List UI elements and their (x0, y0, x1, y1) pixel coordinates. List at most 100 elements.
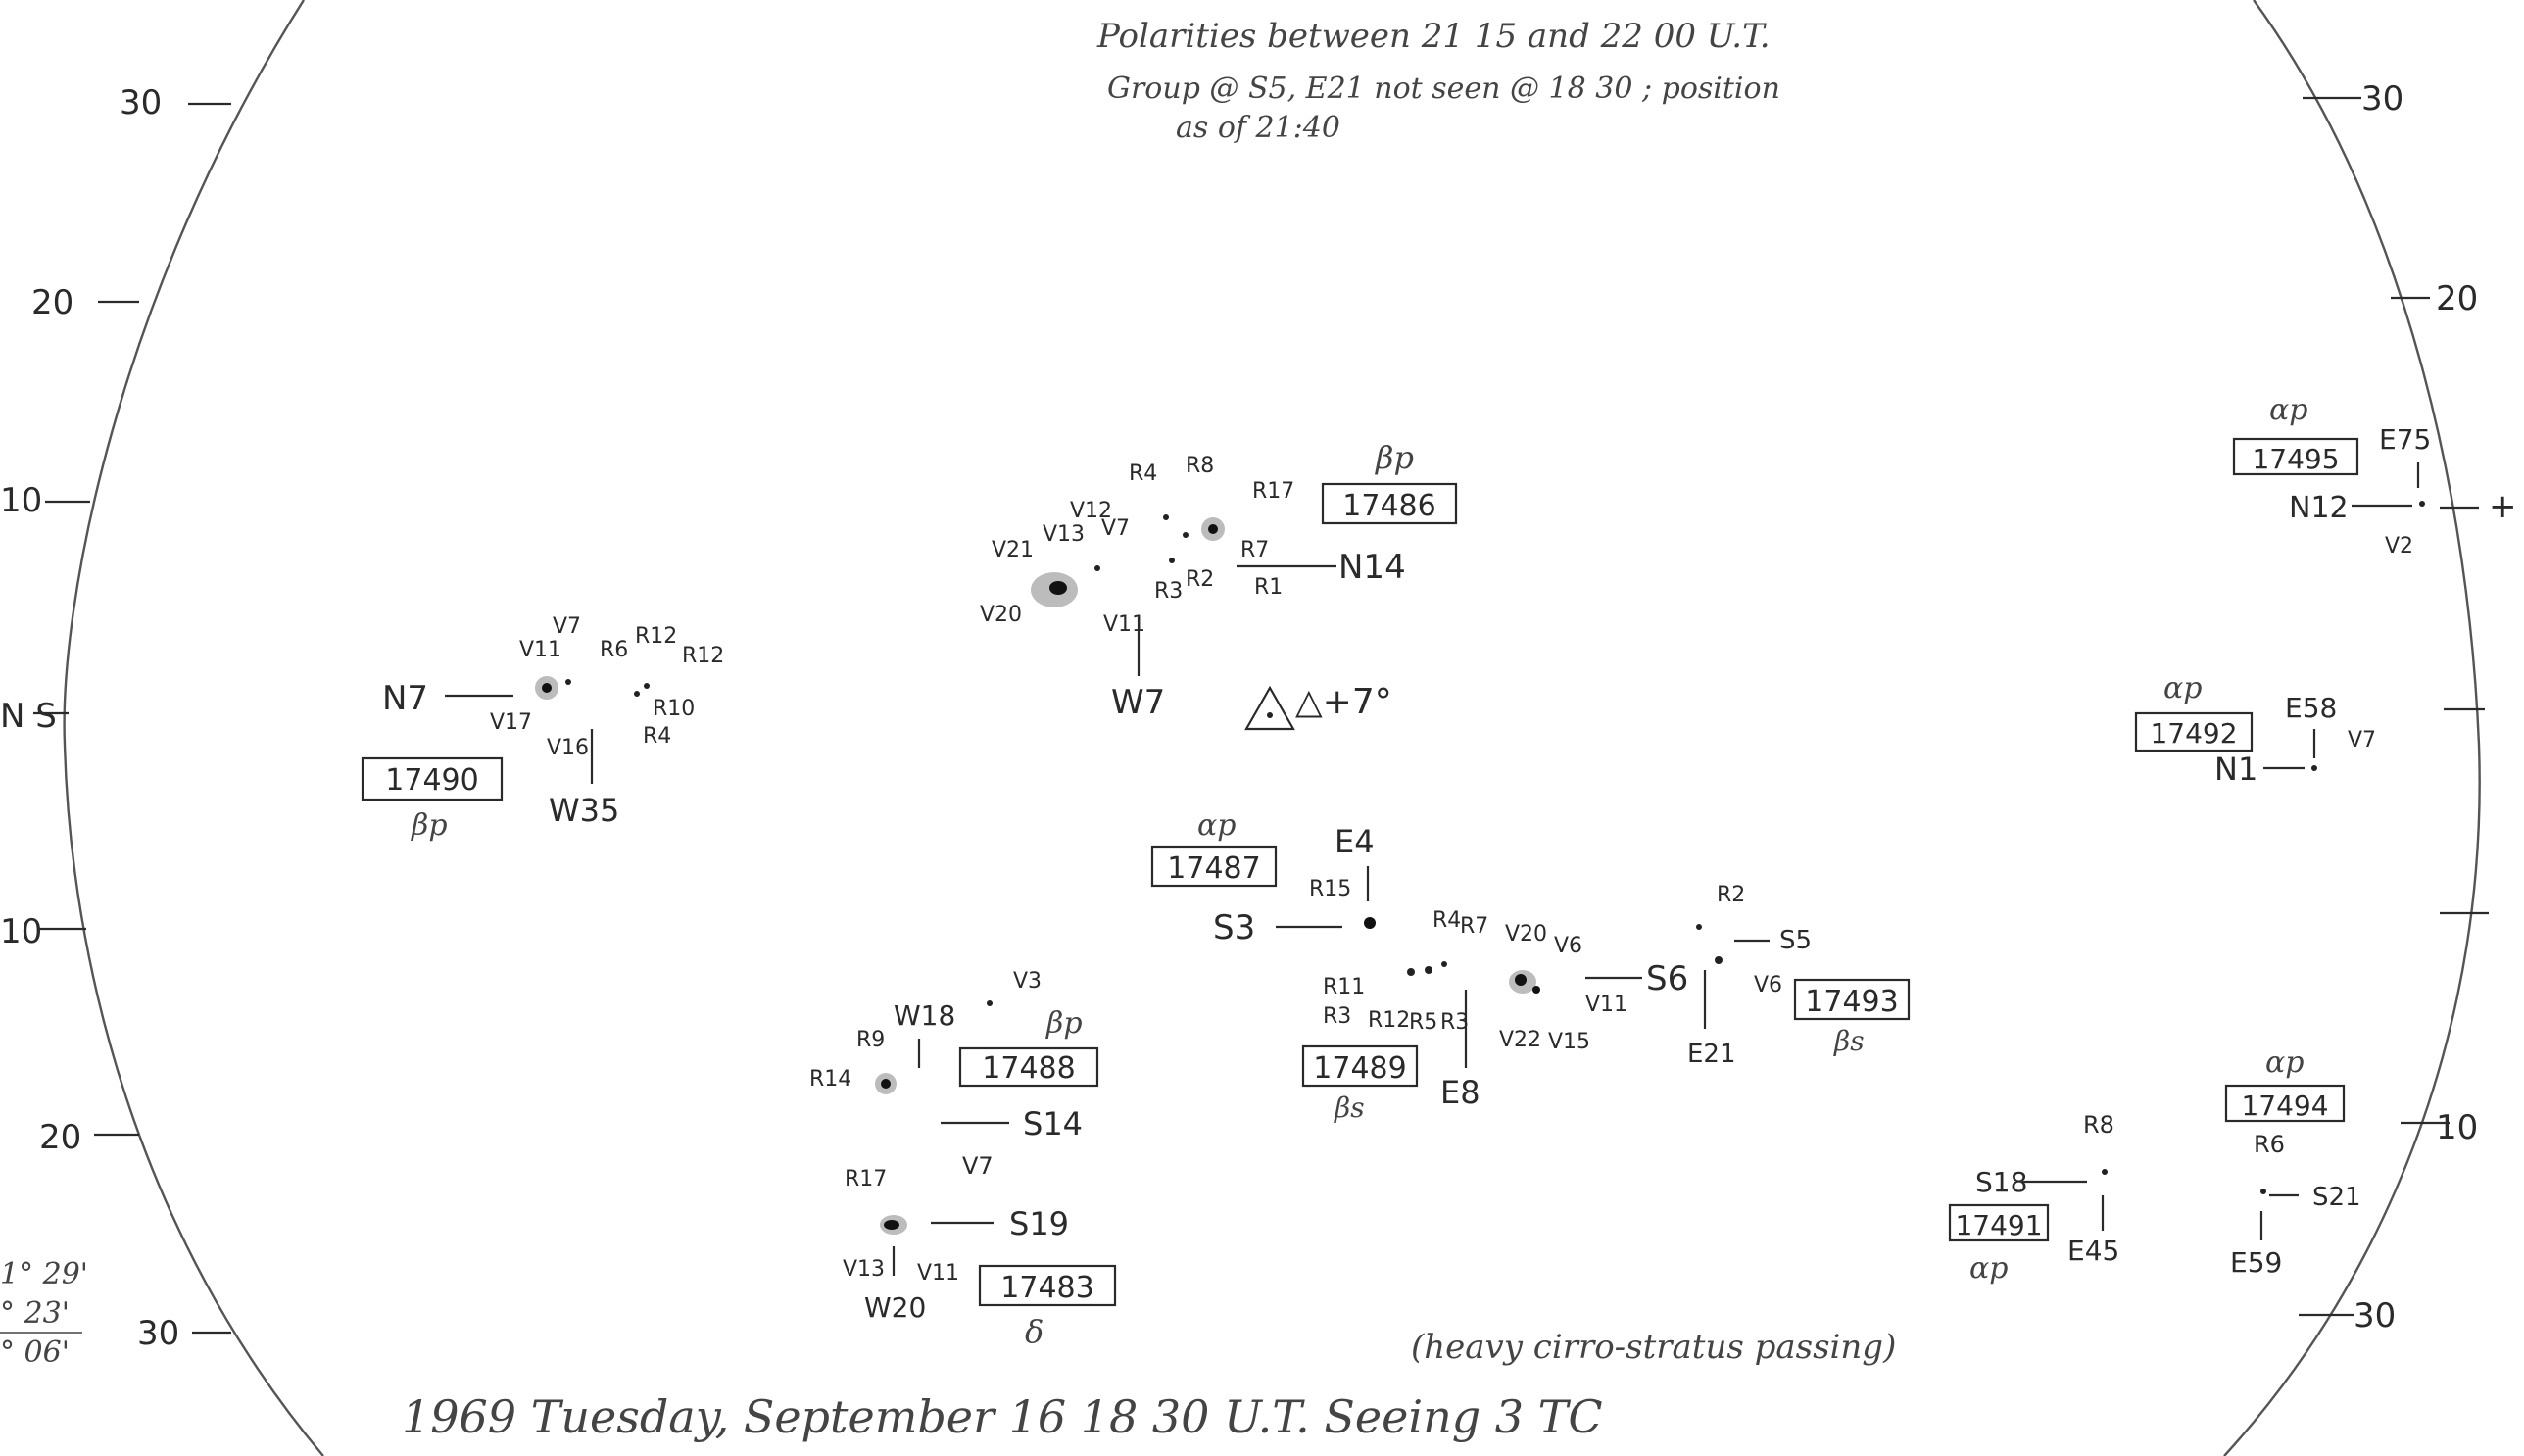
spot-label: R7 (1240, 538, 1269, 562)
region-latitude: N1 (2214, 751, 2257, 788)
region-number-box (1150, 845, 1278, 888)
region-17495: 17495 αp N12 E75 V2 (2232, 393, 2431, 558)
pore (2419, 501, 2425, 507)
spot-label: R4 (643, 724, 671, 749)
spot-label: V17 (490, 710, 532, 735)
spot-label: R3 (1440, 1010, 1469, 1035)
region-17494: 17494 αp S21 E59 R6 (2224, 1045, 2361, 1279)
region-17491: 17491 αp S18 E45 R8 (1948, 1111, 2119, 1286)
spot-label: S5 (1779, 926, 1812, 955)
umbra (881, 1079, 891, 1089)
spot-label: R12 (635, 624, 677, 649)
corner-value: ° 23' (0, 1296, 70, 1331)
spot-label: V21 (992, 538, 1034, 562)
spot-label: R3 (1154, 579, 1183, 604)
spot-label: V20 (980, 603, 1022, 627)
region-latitude: S6 (1646, 959, 1688, 998)
region-class: βp (411, 808, 448, 843)
region-class: βs (1334, 1092, 1365, 1124)
region-class: αp (2163, 671, 2202, 705)
pore (1169, 558, 1175, 563)
spot-label: R9 (856, 1028, 885, 1052)
region-latitude: N14 (1338, 548, 1406, 587)
spot-label: V7 (1101, 516, 1130, 541)
spot-label: R2 (1717, 883, 1745, 907)
region-class: αp (2269, 393, 2307, 427)
spot-label: V11 (1103, 612, 1145, 637)
orientation-mark: △+7° (1244, 682, 1392, 731)
spot-label: R5 (1409, 1010, 1437, 1035)
umbra (542, 683, 552, 693)
pore (634, 691, 640, 697)
left-tick-label: 10 (0, 481, 42, 520)
region-longitude: E4 (1335, 823, 1375, 860)
region-longitude: E45 (2067, 1235, 2119, 1267)
region-class: βs (1833, 1025, 1865, 1057)
region-number: 17483 (1000, 1271, 1093, 1305)
umbra (1049, 581, 1067, 595)
orientation-angle: △+7° (1295, 682, 1392, 722)
region-number: 17488 (982, 1051, 1075, 1086)
region-class: αp (1197, 808, 1236, 843)
region-longitude: E59 (2230, 1246, 2282, 1279)
region-class: αp (1969, 1251, 2008, 1286)
right-tick-label: + (2489, 487, 2517, 526)
left-tick-label: 20 (31, 283, 73, 322)
right-tick-label: 20 (2436, 279, 2478, 318)
spot-label: V16 (547, 736, 589, 760)
spot-label: V7 (553, 614, 581, 639)
region-longitude: E75 (2379, 423, 2431, 456)
pore (1163, 514, 1169, 520)
region-longitude: W18 (894, 999, 955, 1032)
umbra (1515, 974, 1527, 986)
spot-label: V6 (1554, 934, 1582, 958)
region-longitude: E58 (2285, 692, 2337, 724)
spot-label: V3 (1013, 969, 1042, 994)
right-latitude-scale: 30 20 + 10 30 (2299, 79, 2517, 1335)
umbra (1208, 524, 1218, 534)
spot-label: V7 (962, 1152, 994, 1180)
corner-value: 1° 29' (0, 1257, 88, 1291)
region-number-box (958, 1046, 1099, 1088)
region-17493: 17493 βs S6 E21 R2 S5 V6 (1585, 883, 1911, 1069)
spot-label: V2 (2385, 534, 2413, 558)
spot-label: R6 (600, 638, 628, 662)
region-latitude: S21 (2312, 1183, 2361, 1212)
region-latitude: N7 (382, 679, 428, 718)
spot-label: V6 (1754, 973, 1782, 997)
region-number: 17486 (1342, 489, 1435, 523)
region-number-box (978, 1264, 1117, 1307)
spot-label: V15 (1548, 1030, 1590, 1054)
spot-label: R17 (1252, 479, 1294, 504)
region-number: 17494 (2241, 1090, 2328, 1122)
region-17489: 17489 βs E8 R4 R7 R11 R3 R12 R5 R3 V20 V… (1301, 908, 1627, 1124)
spot-label: R2 (1186, 567, 1214, 592)
region-number: 17491 (1955, 1209, 2042, 1241)
region-number: 17492 (2150, 717, 2237, 750)
region-number: 17487 (1167, 851, 1260, 886)
weather-note: (heavy cirro-stratus passing) (1411, 1328, 1896, 1367)
footer-notes: (heavy cirro-stratus passing) 1969 Tuesd… (402, 1328, 1896, 1443)
spot-label: R12 (1368, 1008, 1410, 1033)
spot-label: V11 (1585, 993, 1627, 1017)
region-number: 17489 (1313, 1051, 1406, 1086)
spot-label: R7 (1460, 914, 1488, 939)
spot-label: R14 (809, 1067, 851, 1092)
region-number: 17490 (385, 763, 478, 798)
triangle-icon (1244, 685, 1295, 731)
spot-label: R12 (682, 644, 724, 668)
pore (1441, 961, 1447, 967)
region-number-box (2232, 437, 2359, 476)
region-number-box (1793, 978, 1911, 1021)
region-longitude: W20 (864, 1291, 926, 1324)
umbra (884, 1220, 899, 1230)
corner-values: 1° 29' ° 23' ° 06' (0, 1257, 88, 1370)
region-17488: 17488 βp S14 W18 V3 R9 R14 (809, 969, 1099, 1142)
spot-label: V13 (843, 1257, 885, 1282)
spot-label: R10 (653, 697, 695, 721)
pore (1715, 956, 1723, 964)
pore (644, 683, 650, 689)
pore (1696, 924, 1702, 930)
pore (1094, 565, 1100, 571)
